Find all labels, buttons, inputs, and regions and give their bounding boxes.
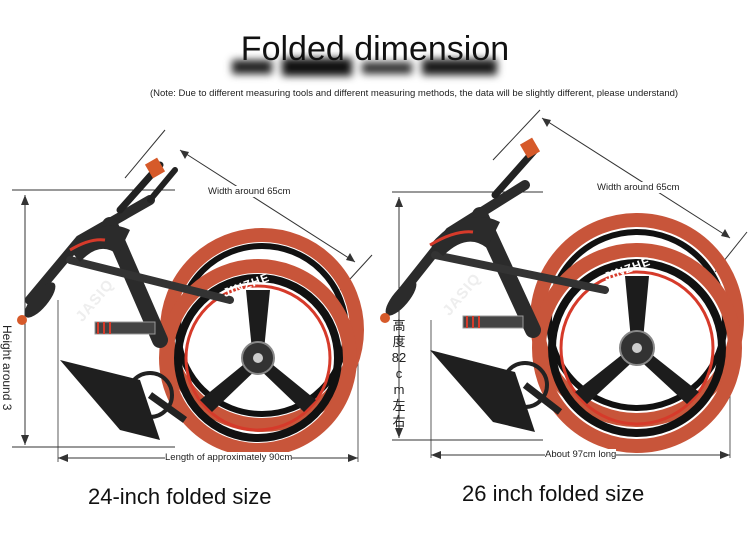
length-label: About 97cm long [545, 449, 617, 460]
height-label: 高度82cm左右 [391, 318, 407, 429]
width-label: Width around 65cm [208, 186, 291, 197]
length-label: Length of approximately 90cm [165, 452, 293, 463]
bike-illustration-24 [12, 129, 373, 462]
height-label: Height around 3 [0, 325, 14, 411]
caption-24-inch: 24-inch folded size [88, 484, 272, 509]
bike-panel-24: JASIQ JINZHE Width around 65cm Height ar… [0, 129, 373, 509]
measurement-note: (Note: Due to different measuring tools … [150, 88, 679, 99]
caption-26-inch: 26 inch folded size [462, 481, 645, 506]
bike-illustration-26 [380, 109, 748, 459]
width-label: Width around 65cm [597, 182, 680, 193]
title-smudge [232, 56, 502, 78]
bike-panel-26: JASIQ JINZHE Width around 65cm 高度82cm左右 … [375, 0, 750, 538]
